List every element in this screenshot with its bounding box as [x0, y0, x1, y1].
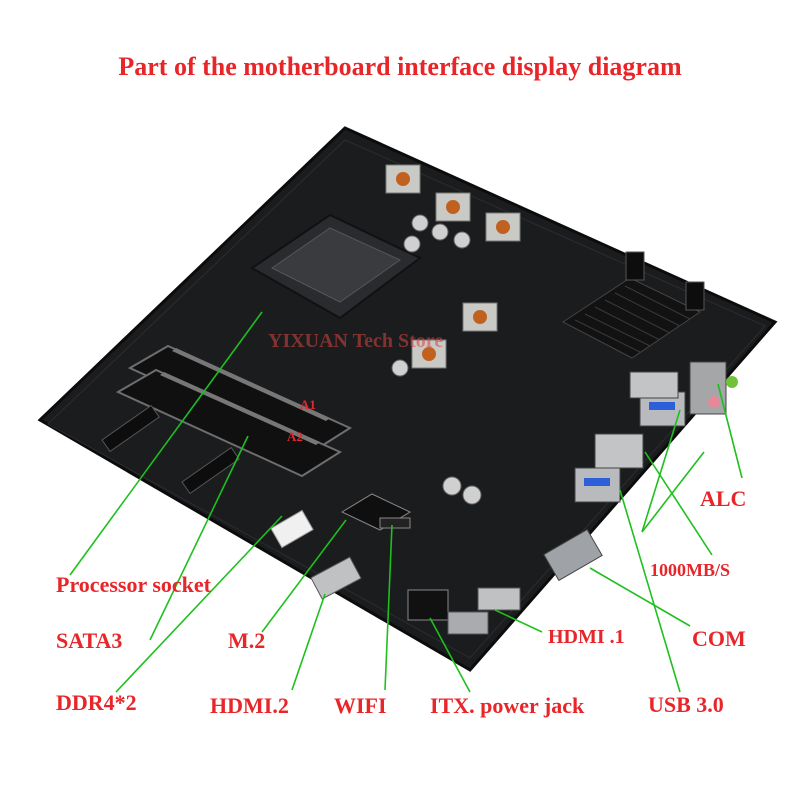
watermark: YIXUAN Tech Store [268, 330, 444, 352]
hdmi2-port [310, 556, 362, 600]
cpu-socket [250, 213, 422, 320]
label-m2: M.2 [228, 628, 266, 653]
label-alc: ALC [700, 486, 747, 511]
audio-block [689, 361, 727, 415]
label-itx-power-jack: ITX. power jack [430, 693, 585, 718]
hdmi1-port [477, 587, 521, 611]
label-hdmi2: HDMI.2 [210, 693, 289, 718]
lan-port-lower [594, 433, 644, 469]
page-title: Part of the motherboard interface displa… [118, 52, 682, 81]
wifi-m2-slot [379, 517, 411, 529]
capacitors [391, 214, 482, 505]
pin-headers [101, 251, 705, 495]
chipset-heatsink [562, 277, 701, 359]
label-sata3: SATA3 [56, 628, 123, 653]
sata-connector [270, 509, 314, 549]
slot-a1: A1 [300, 397, 316, 412]
vrm-chokes [385, 164, 521, 369]
rear-io [310, 361, 738, 635]
lan-port-upper [629, 371, 679, 399]
atx-power-jack [407, 589, 449, 621]
com-port [543, 528, 603, 582]
label-processor-socket: Processor socket [56, 572, 211, 597]
label-ddr4: DDR4*2 [56, 690, 137, 715]
leader-lines [69, 311, 743, 693]
label-wifi: WIFI [334, 693, 387, 718]
slot-a2: A2 [287, 429, 303, 444]
label-usb3: USB 3.0 [648, 692, 724, 717]
label-1000mbs: 1000MB/S [650, 560, 731, 580]
ddr4-slots [115, 344, 353, 478]
power-barrel [447, 611, 489, 635]
label-hdmi1: HDMI .1 [548, 626, 625, 648]
label-com: COM [692, 626, 746, 651]
